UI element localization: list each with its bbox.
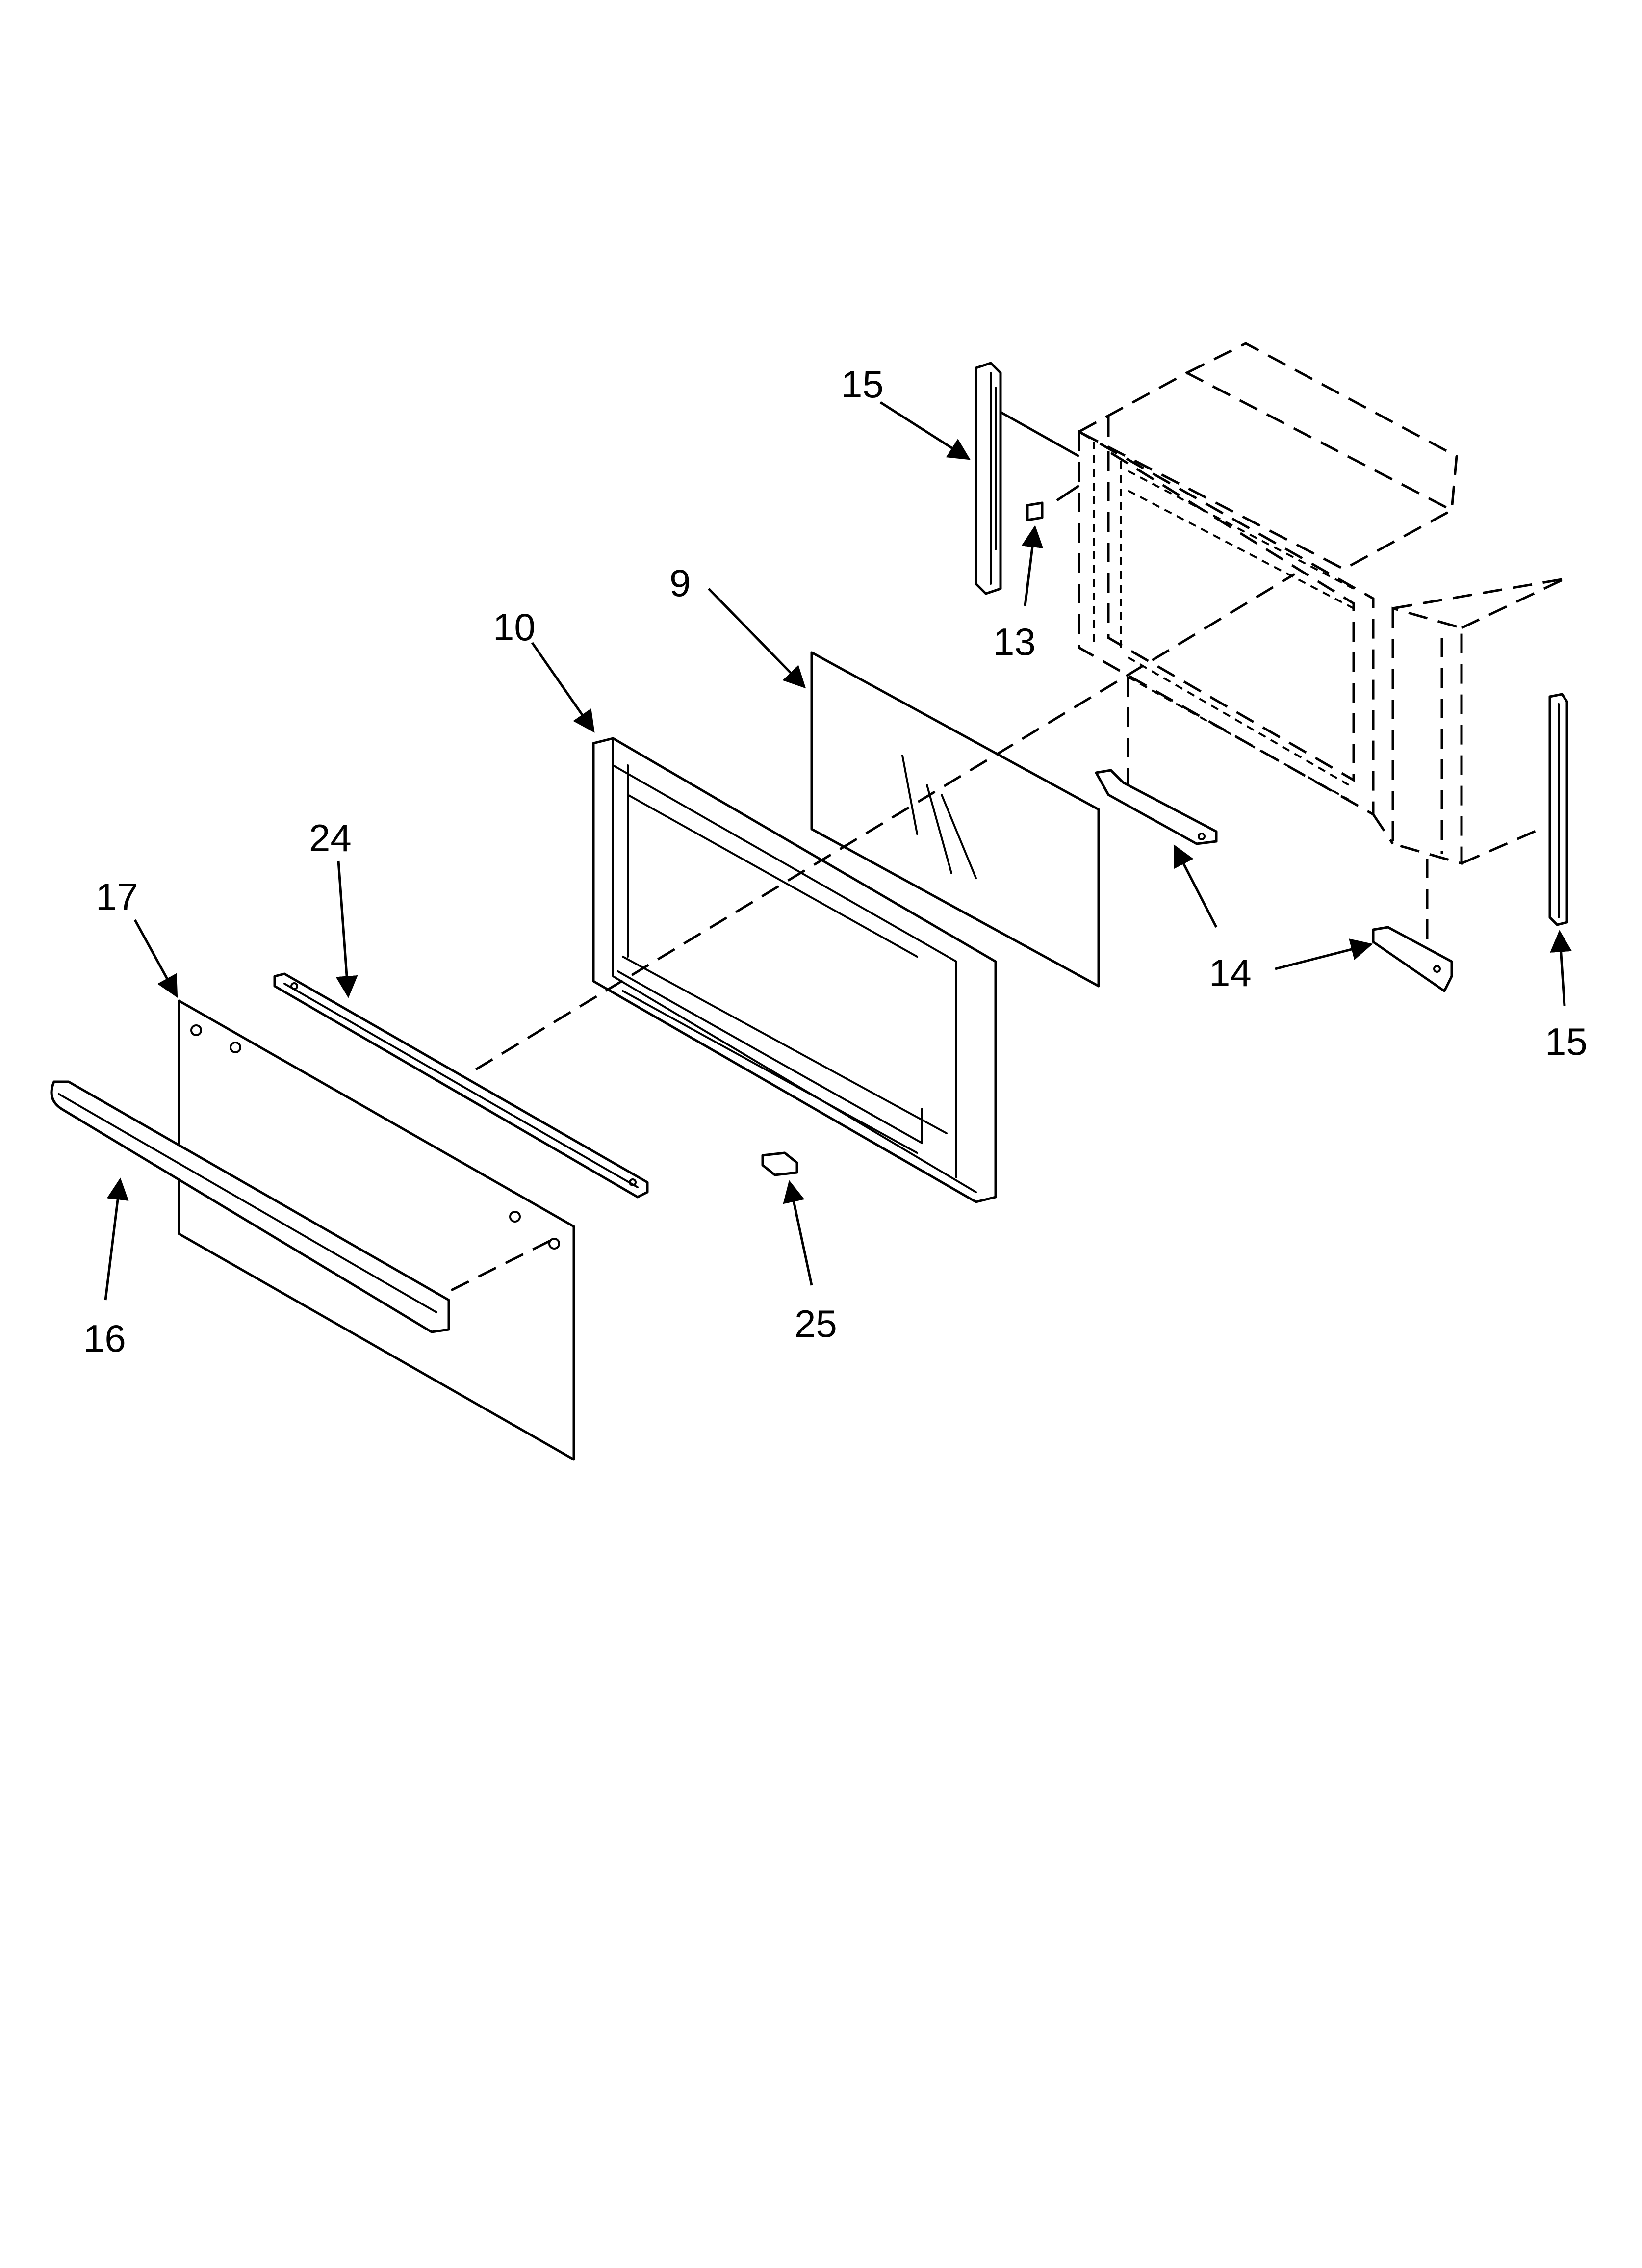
part-24-trim-strip: [273, 972, 649, 1199]
callout-15-right: 15: [1545, 1020, 1588, 1063]
part-14-hinge-left: [1095, 769, 1218, 845]
part-13-clip: [1026, 484, 1080, 521]
callout-15-top: 15: [841, 363, 884, 406]
part-17-outer-panel: [178, 999, 575, 1461]
callout-10: 10: [493, 605, 536, 649]
part-9-glass: [810, 651, 1100, 988]
part-16-handle: [50, 1080, 450, 1333]
alignment-lines: [450, 573, 1296, 1292]
part-15-left-trim: [975, 362, 1080, 595]
oven-cavity-outline: [1076, 342, 1565, 947]
callout-13: 13: [993, 620, 1036, 663]
callout-labels: 15 13 9 10 24 17 16 25 14 15: [83, 363, 1588, 1360]
callout-14: 14: [1209, 951, 1252, 994]
callout-16: 16: [83, 1317, 126, 1360]
callout-25: 25: [795, 1302, 837, 1345]
callout-9: 9: [669, 561, 691, 604]
part-14-hinge-right: [1372, 926, 1453, 992]
callout-17: 17: [96, 875, 138, 918]
part-25-clip: [761, 1151, 798, 1176]
part-15-right-trim: [1548, 693, 1568, 926]
callout-leaders: [104, 401, 1572, 1301]
part-10-door-frame: [592, 737, 997, 1203]
callout-24: 24: [309, 816, 352, 860]
